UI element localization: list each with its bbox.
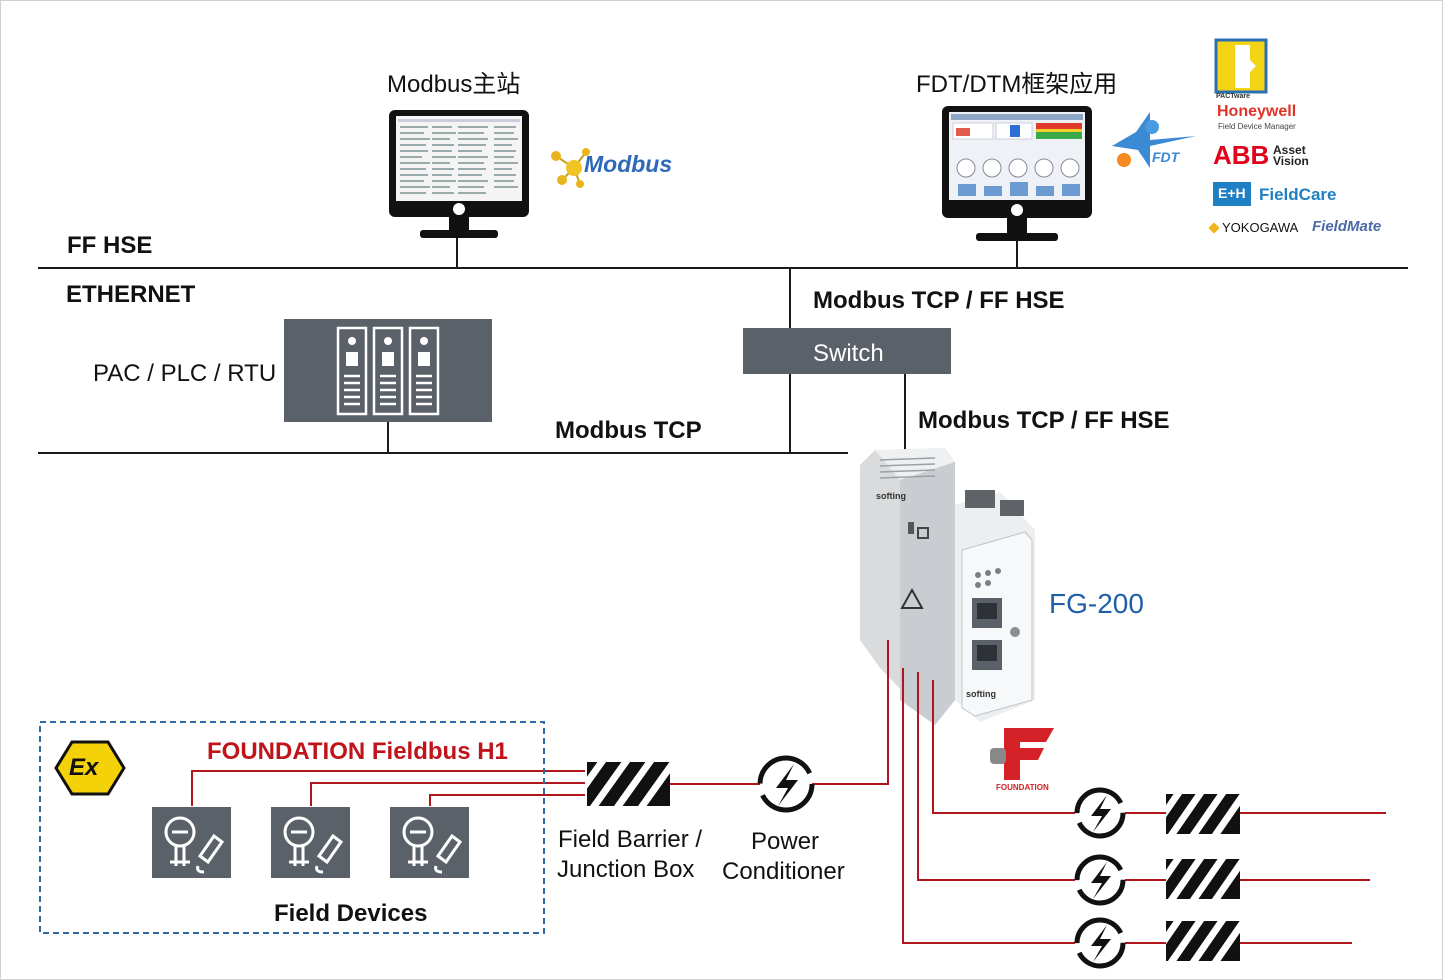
ethernet-label: ETHERNET xyxy=(66,281,196,308)
power-conditioner-icon-3 xyxy=(1074,917,1126,969)
switch-label: Switch xyxy=(813,340,884,367)
field-device-icon-1 xyxy=(152,807,231,878)
field-barrier-box-2 xyxy=(1166,859,1240,899)
field-devices-label: Field Devices xyxy=(274,900,428,927)
ex-zone-border xyxy=(39,721,545,934)
honeywell-sub-text: Field Device Manager xyxy=(1218,122,1296,131)
power-conditioner-icon-2 xyxy=(1074,854,1126,906)
h1-segment-lines xyxy=(191,640,1386,944)
fdt-monitor-icon xyxy=(942,106,1092,241)
fg200-label: FG-200 xyxy=(1049,588,1144,619)
power-conditioner-label-line2: Conditioner xyxy=(722,858,845,885)
pactware-logo-text: PACTware xyxy=(1216,93,1250,100)
fieldcare-logo-text: FieldCare xyxy=(1259,185,1337,204)
field-device-icon-2 xyxy=(271,807,350,878)
modbus-master-monitor-icon xyxy=(389,110,529,238)
modbus-logo-text: Modbus xyxy=(584,151,673,177)
fdt-logo-text: FDT xyxy=(1152,149,1180,165)
ex-hazard-icon xyxy=(54,740,126,796)
modbus-master-title: Modbus主站 xyxy=(387,71,521,98)
fdt-app-title: FDT/DTM框架应用 xyxy=(916,71,1118,98)
softing-logo-text-top: softing xyxy=(876,491,906,501)
modbus-tcp-ffhse-bottom-label: Modbus TCP / FF HSE xyxy=(918,407,1170,434)
plc-server-icon xyxy=(284,319,492,422)
field-device-icon-3 xyxy=(390,807,469,878)
field-barrier-box-3 xyxy=(1166,921,1240,961)
yokogawa-diamond-icon xyxy=(1208,222,1220,234)
pactware-logo-icon xyxy=(1214,38,1268,94)
eh-logo-text: E+H xyxy=(1218,185,1246,201)
ex-logo-text: Ex xyxy=(69,754,99,781)
modbus-logo-icon xyxy=(551,148,590,188)
fg200-device-icon xyxy=(860,448,1035,725)
abb-sub-text-2: Vision xyxy=(1273,154,1309,168)
field-barrier-box-main xyxy=(587,762,670,806)
foundation-logo-icon xyxy=(990,728,1054,780)
switch-box xyxy=(743,328,951,374)
modbus-tcp-ffhse-top-label: Modbus TCP / FF HSE xyxy=(813,287,1065,314)
field-barrier-label-line2: Junction Box xyxy=(557,856,695,883)
modbus-tcp-label: Modbus TCP xyxy=(555,417,702,444)
power-conditioner-label-line1: Power xyxy=(751,828,820,855)
softing-logo-text-bottom: softing xyxy=(966,689,996,699)
foundation-h1-label: FOUNDATION Fieldbus H1 xyxy=(207,738,508,765)
yokogawa-logo-text: YOKOGAWA xyxy=(1222,220,1299,235)
abb-sub-text-1: Asset xyxy=(1273,143,1306,157)
eh-logo-box xyxy=(1213,182,1251,206)
pac-plc-rtu-label: PAC / PLC / RTU xyxy=(93,360,277,387)
ff-hse-label: FF HSE xyxy=(67,232,153,259)
honeywell-logo-text: Honeywell xyxy=(1217,103,1297,120)
foundation-logo-text: FOUNDATION xyxy=(996,783,1049,792)
power-conditioner-icon-main xyxy=(757,755,815,813)
fdt-logo-icon xyxy=(1112,112,1196,168)
field-barrier-box-1 xyxy=(1166,794,1240,834)
fieldmate-logo-text: FieldMate xyxy=(1312,218,1382,235)
abb-logo-text: ABB xyxy=(1213,140,1270,170)
field-barrier-label-line1: Field Barrier / xyxy=(558,826,703,853)
power-conditioner-icon-1 xyxy=(1074,787,1126,839)
